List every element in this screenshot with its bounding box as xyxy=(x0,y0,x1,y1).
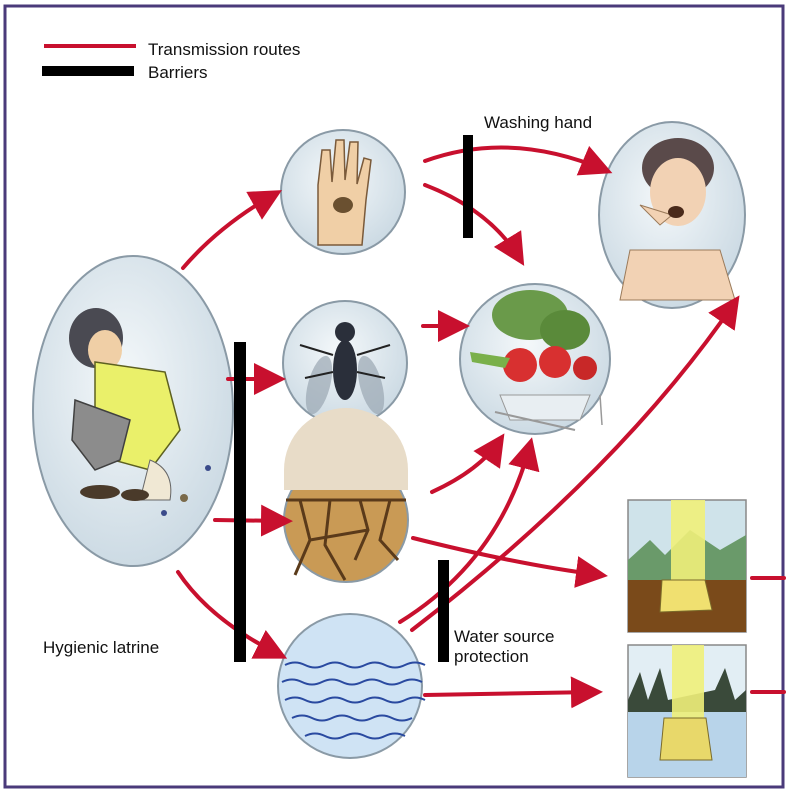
water-source-protection-line2: protection xyxy=(454,647,554,667)
foot-soil-panel xyxy=(628,500,746,632)
route-soil-to-food xyxy=(432,440,500,492)
legend-barriers-label: Barriers xyxy=(148,63,208,83)
route-source-to-hand xyxy=(183,194,275,268)
foot-water-panel xyxy=(628,645,746,777)
water-bubble xyxy=(278,614,425,758)
route-source-to-water xyxy=(178,572,280,655)
barrier-washing-hand xyxy=(463,135,473,238)
water-source-protection-line1: Water source xyxy=(454,627,554,647)
soil-bubble xyxy=(284,408,408,582)
water-source-protection-label: Water source protection xyxy=(454,627,554,667)
hygienic-latrine-label: Hygienic latrine xyxy=(43,638,159,658)
route-hand-to-child xyxy=(425,147,605,170)
legend-transmission-routes-label: Transmission routes xyxy=(148,40,300,60)
child-bubble xyxy=(599,122,745,308)
route-water-to-foot xyxy=(425,692,595,695)
barrier-hygienic-latrine xyxy=(234,342,246,662)
route-source-to-soil xyxy=(215,520,285,521)
food-bubble xyxy=(460,284,610,434)
fly-bubble xyxy=(283,301,407,425)
washing-hand-label: Washing hand xyxy=(484,113,592,133)
legend-barrier-swatch xyxy=(42,66,134,76)
hand-bubble xyxy=(281,130,405,254)
barrier-water-source-protection xyxy=(438,560,449,662)
source-person-bubble xyxy=(33,256,233,566)
